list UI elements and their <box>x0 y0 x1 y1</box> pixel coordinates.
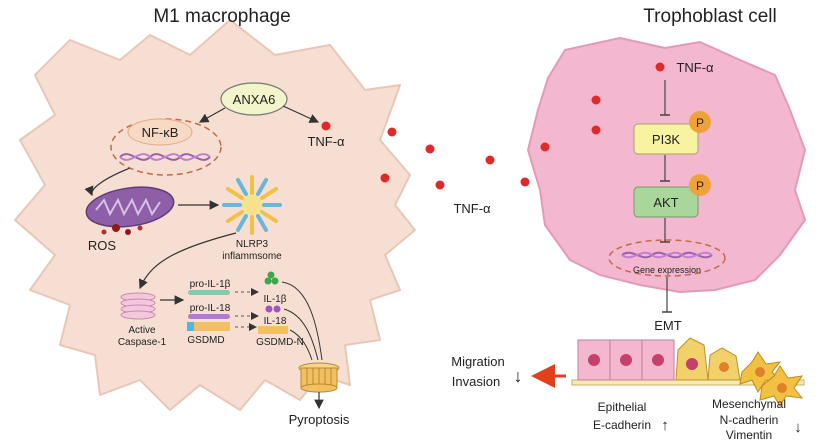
pro-il1b-shape <box>188 290 230 295</box>
mesenchymal-nucleus <box>777 383 787 393</box>
pi3k-box <box>633 123 699 155</box>
gsdmd-shape-c <box>194 322 230 331</box>
gene-expression-label: Gene expression <box>633 265 701 275</box>
mitochondria-cristae <box>95 197 161 217</box>
tnf-label-macrophage: TNF-α <box>307 134 345 149</box>
akt-label: AKT <box>653 195 678 210</box>
caspase-label-line2: Caspase-1 <box>118 337 167 348</box>
tnf-dot <box>425 144 435 154</box>
il1b-dot <box>264 277 272 285</box>
tnf-dot <box>540 142 550 152</box>
tnf-dot <box>321 121 331 131</box>
transitional-nucleus <box>686 358 698 370</box>
pi3k-label: PI3K <box>652 132 681 147</box>
dna-helix-strand <box>119 153 211 161</box>
phospho-badge-akt <box>689 174 711 196</box>
arrow-il18-pore <box>283 308 319 361</box>
tnf-label-trophoblast: TNF-α <box>676 60 714 75</box>
pro-il1b-label: pro-IL-1β <box>190 279 231 290</box>
epithelial-nucleus <box>588 354 600 366</box>
tnf-dot <box>591 125 601 135</box>
epithelial-nucleus <box>620 354 632 366</box>
mesenchymal-down-arrow: ↓ <box>794 419 802 436</box>
ros-dot <box>112 224 120 232</box>
title-macrophage: M1 macrophage <box>153 6 290 27</box>
transitional-nucleus <box>719 362 729 372</box>
epithelial-up-arrow: ↑ <box>661 417 669 434</box>
akt-box <box>633 186 699 218</box>
n-cadherin-label: N-cadherin <box>720 413 779 427</box>
tnf-dot <box>655 62 665 72</box>
anxa6-node <box>220 82 288 116</box>
il18-label: IL-18 <box>264 316 287 327</box>
arrow-il1b-pore <box>281 281 323 361</box>
caspase-1-icon <box>120 292 156 320</box>
anxa6-label: ANXA6 <box>233 92 276 107</box>
nfkb-label: NF-κB <box>142 125 179 140</box>
gsdmd-n-label: GSDMD-N <box>256 337 304 348</box>
il1b-dot <box>267 271 275 279</box>
tnf-dot <box>485 155 495 165</box>
dna-helix-strand <box>621 251 713 259</box>
mesenchymal-label: Mesenchymal <box>712 397 786 411</box>
gsdmd-shape-n <box>187 322 194 331</box>
phospho-badge-pi3k <box>689 111 711 133</box>
gene-expression-ring <box>608 239 726 277</box>
pyroptosis-pore-icon <box>298 362 340 393</box>
tnf-dot <box>435 180 445 190</box>
arrow-nfkb-mito <box>84 167 131 197</box>
title-trophoblast: Trophoblast cell <box>643 6 776 27</box>
arrow-gsdmdn-pore <box>289 329 313 361</box>
pro-il18-shape <box>188 314 230 319</box>
pyroptosis-label: Pyroptosis <box>289 412 350 427</box>
tnf-dot <box>387 127 397 137</box>
e-cadherin-label: E-cadherin <box>593 418 651 432</box>
arrow-nlrp3-caspase <box>138 232 237 290</box>
emt-label: EMT <box>654 318 682 333</box>
vimentin-label: Vimentin <box>726 428 772 442</box>
epithelial-label: Epithelial <box>598 400 647 414</box>
arrow-anxa6-tnf <box>282 105 320 123</box>
il18-dot <box>273 305 281 313</box>
gsdmd-label: GSDMD <box>187 335 224 346</box>
pro-il18-label: pro-IL-18 <box>190 303 231 314</box>
ros-dot <box>101 229 107 235</box>
arrow-anxa6-nfkb <box>198 107 226 123</box>
tnf-dot <box>380 173 390 183</box>
il18-dot <box>265 305 273 313</box>
caspase-label-line1: Active <box>128 325 156 336</box>
macrophage-cell <box>14 19 416 411</box>
tnf-label-extracellular: TNF-α <box>453 201 491 216</box>
phospho-label-pi3k: P <box>696 116 704 130</box>
phospho-label-akt: P <box>696 179 704 193</box>
mitochondria-icon <box>85 186 175 228</box>
epithelial-nucleus <box>652 354 664 366</box>
il1b-dot <box>271 277 279 285</box>
mesenchymal-nucleus <box>755 367 765 377</box>
nlrp3-label-line2: inflammsome <box>222 251 282 262</box>
ros-label: ROS <box>88 238 117 253</box>
migration-label: Migration <box>451 354 504 369</box>
nlrp3-label-line1: NLRP3 <box>236 239 269 250</box>
ros-dot <box>137 225 143 231</box>
tnf-dot <box>591 95 601 105</box>
ros-dot <box>125 229 131 235</box>
nlrp3-inflammasome-icon <box>222 175 282 235</box>
nfkb-node <box>127 118 193 146</box>
gsdmd-n-shape <box>258 326 288 334</box>
invasion-label: Invasion <box>452 374 500 389</box>
il1b-label: IL-1β <box>264 294 287 305</box>
migration-down-arrow: ↓ <box>514 366 523 386</box>
tnf-dot <box>520 177 530 187</box>
